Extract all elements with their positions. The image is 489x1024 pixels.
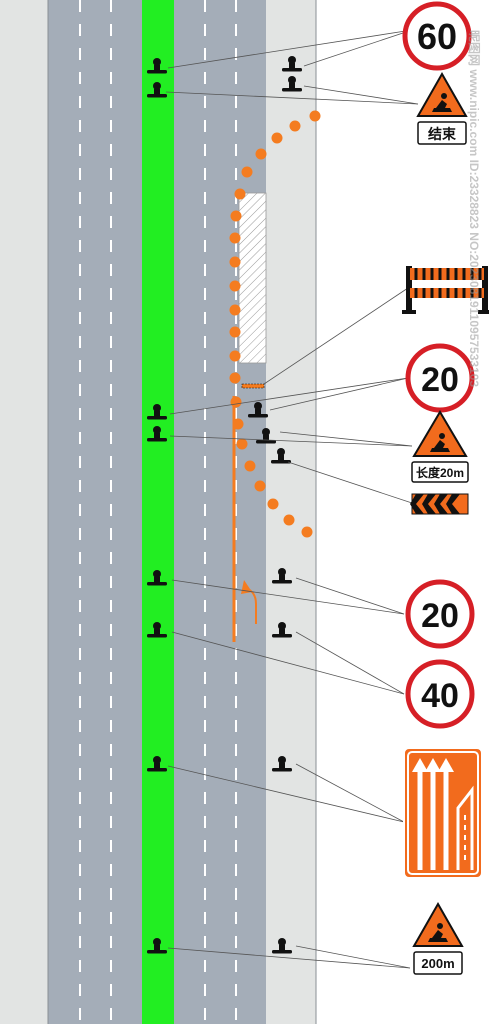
lane-markings bbox=[79, 0, 237, 1024]
work-zone-area bbox=[238, 192, 267, 364]
traffic-cone-icon bbox=[229, 372, 241, 384]
left-carriageway bbox=[48, 0, 142, 1024]
barricade-icon bbox=[402, 266, 489, 314]
speed-limit-end-sign: 60 bbox=[402, 1, 472, 71]
road-work-end-sign: 结束 bbox=[416, 71, 468, 145]
traffic-cone-icon bbox=[255, 148, 267, 160]
road bbox=[0, 0, 317, 1024]
traffic-cone-icon bbox=[230, 396, 242, 408]
road-work-warning-sign: 200m bbox=[412, 901, 464, 975]
leader-lines bbox=[165, 29, 419, 969]
traffic-cone-icon bbox=[232, 418, 244, 430]
lane-merge-sign-icon bbox=[403, 747, 483, 879]
traffic-cone-icon bbox=[267, 498, 279, 510]
traffic-cone-icon bbox=[234, 188, 246, 200]
speed-limit-1-value: 20 bbox=[421, 361, 459, 399]
traffic-cone-icon bbox=[229, 304, 241, 316]
traffic-cone-icon bbox=[229, 350, 241, 362]
traffic-cone-icon bbox=[254, 480, 266, 492]
speed-limit-sign-2: 20 bbox=[405, 579, 475, 649]
speed-limit-2-value: 20 bbox=[421, 597, 459, 635]
traffic-cone-icon bbox=[301, 526, 313, 538]
speed-limit-sign-3: 40 bbox=[405, 659, 475, 729]
traffic-cone-icon bbox=[229, 232, 241, 244]
traffic-cone-icon bbox=[236, 438, 248, 450]
chevron-board-icon bbox=[410, 493, 469, 515]
traffic-cone-icon bbox=[271, 132, 283, 144]
watermark: 昵图网 www.nipic.com ID:23328823 NO:2023081… bbox=[467, 30, 481, 387]
traffic-cone-icon bbox=[229, 326, 241, 338]
length-plate: 长度20m bbox=[416, 465, 464, 480]
traffic-cone-icon bbox=[289, 120, 301, 132]
speed-limit-sign-1: 20 bbox=[405, 343, 475, 413]
left-shoulder bbox=[0, 0, 48, 1024]
traffic-cone-icon bbox=[229, 280, 241, 292]
speed-limit-3-value: 40 bbox=[421, 677, 459, 715]
median-strip bbox=[142, 0, 174, 1024]
road-work-length-sign: 长度20m bbox=[411, 410, 469, 483]
traffic-cone-group bbox=[229, 110, 321, 538]
traffic-cone-icon bbox=[309, 110, 321, 122]
traffic-cone-icon bbox=[230, 210, 242, 222]
road-work-end-plate: 结束 bbox=[428, 126, 457, 142]
traffic-cone-icon bbox=[229, 256, 241, 268]
traffic-cone-icon bbox=[244, 460, 256, 472]
traffic-cone-icon bbox=[283, 514, 295, 526]
traffic-cone-icon bbox=[241, 166, 253, 178]
speed-limit-end-value: 60 bbox=[417, 16, 457, 57]
right-shoulder bbox=[266, 0, 316, 1024]
right-carriageway bbox=[174, 0, 266, 1024]
work-zone-barrier bbox=[241, 383, 265, 389]
distance-plate: 200m bbox=[421, 956, 454, 971]
